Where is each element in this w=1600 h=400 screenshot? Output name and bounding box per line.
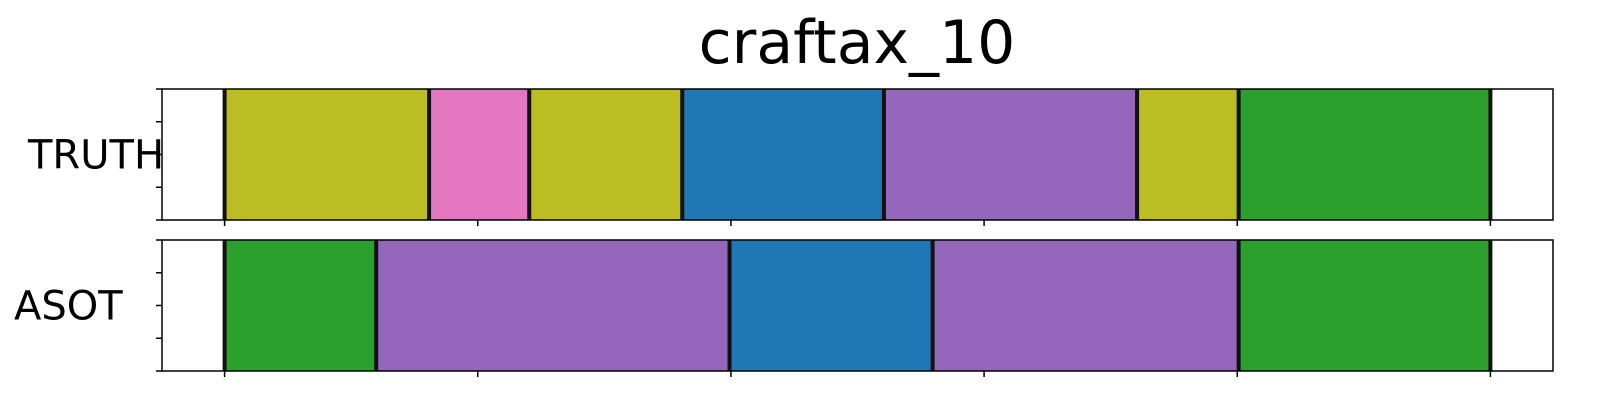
row-label: TRUTH bbox=[27, 133, 164, 179]
segment-asot-4 bbox=[932, 240, 1239, 371]
segment-truth-2 bbox=[429, 89, 530, 220]
segment-truth-8 bbox=[1490, 89, 1553, 220]
segment-truth-0 bbox=[162, 89, 225, 220]
row-asot: ASOT bbox=[14, 239, 1554, 377]
segment-truth-4 bbox=[682, 89, 884, 220]
segment-truth-1 bbox=[224, 89, 430, 220]
segment-asot-2 bbox=[376, 240, 730, 371]
segment-asot-1 bbox=[224, 240, 377, 371]
segment-asot-3 bbox=[729, 240, 933, 371]
segment-asot-5 bbox=[1238, 240, 1491, 371]
segment-asot-6 bbox=[1490, 240, 1553, 371]
row-label: ASOT bbox=[14, 284, 123, 330]
segment-truth-6 bbox=[1137, 89, 1239, 220]
segment-truth-7 bbox=[1238, 89, 1491, 220]
chart-title: craftax_10 bbox=[699, 8, 1016, 78]
rows-layer: TRUTH ASOT bbox=[14, 88, 1554, 377]
segment-truth-3 bbox=[529, 89, 683, 220]
segment-asot-0 bbox=[162, 240, 225, 371]
row-truth: TRUTH bbox=[27, 88, 1554, 226]
segment-truth-5 bbox=[883, 89, 1138, 220]
